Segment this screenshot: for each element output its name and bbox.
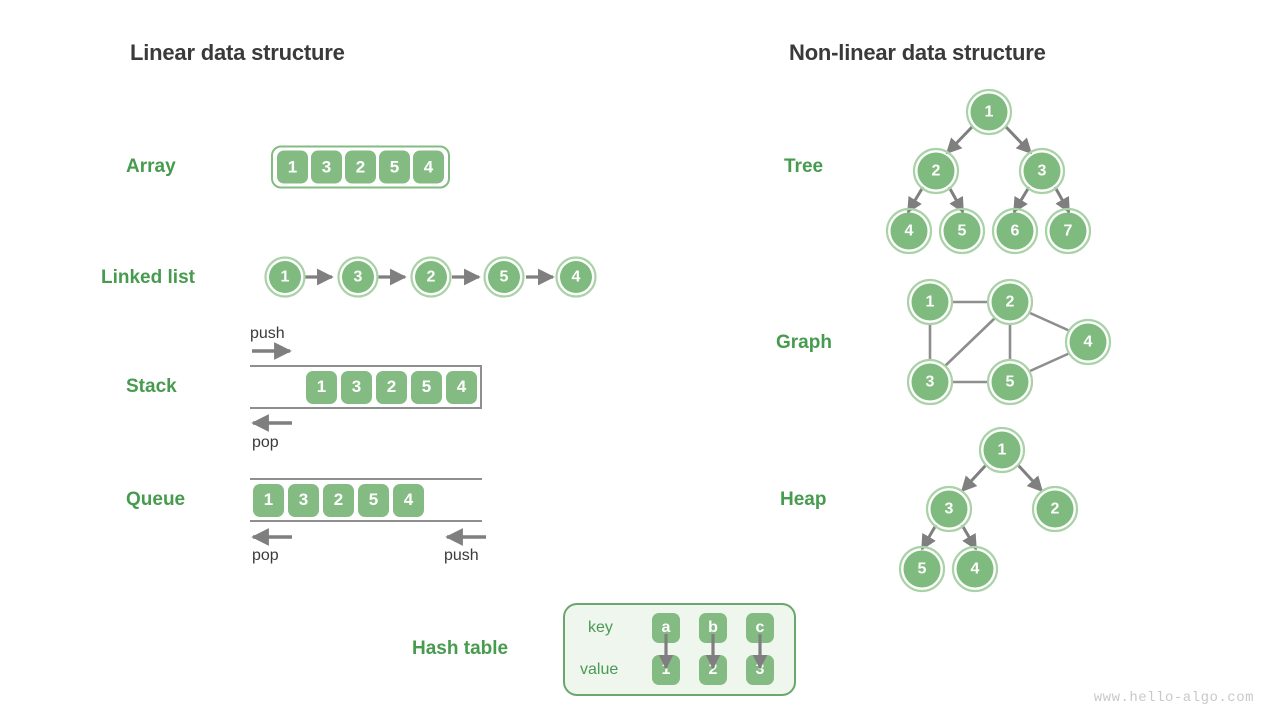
heap-node: 2 (1031, 485, 1079, 533)
heap-node: 3 (925, 485, 973, 533)
node-value: 5 (500, 269, 509, 286)
stack-push-label: push (250, 325, 285, 342)
array-cell: 1 (277, 150, 308, 184)
node-value: 3 (1038, 163, 1047, 180)
hash-key-label: key (588, 619, 613, 636)
queue-label: Queue (126, 489, 186, 510)
linear-section-title: Linear data structure (130, 40, 345, 65)
array-cell: 2 (345, 150, 376, 184)
linked-list-node: 4 (555, 256, 597, 298)
queue-structure: 1 3 2 5 4 (250, 478, 482, 522)
node-value: 1 (985, 104, 994, 121)
queue-push-label: push (444, 547, 479, 564)
heap-node: 4 (951, 545, 999, 593)
hash-value-cell: 2 (699, 655, 727, 685)
graph-edges (928, 300, 1071, 384)
node-value: 4 (905, 223, 914, 240)
hash-value-label: value (580, 661, 619, 678)
graph-node: 3 (906, 358, 954, 406)
hash-key-cell: a (652, 613, 680, 643)
queue-cell: 2 (323, 483, 354, 517)
node-value: 2 (1051, 501, 1060, 518)
tree-node: 3 (1018, 147, 1066, 195)
graph-node: 2 (986, 278, 1034, 326)
hash-table-label: Hash table (412, 638, 509, 659)
node-value: 4 (971, 561, 980, 578)
linked-list-structure: 1 3 2 5 4 (264, 256, 597, 298)
hash-key-cell: c (746, 613, 774, 643)
graph-node: 4 (1064, 318, 1112, 366)
linked-list-label: Linked list (101, 267, 195, 288)
queue-cell: 3 (288, 483, 319, 517)
graph-node: 5 (986, 358, 1034, 406)
stack-pop-label: pop (252, 434, 279, 451)
array-cell: 4 (413, 150, 444, 184)
node-value: 5 (918, 561, 927, 578)
node-value: 3 (354, 269, 363, 286)
node-value: 2 (932, 163, 941, 180)
node-value: 1 (998, 442, 1007, 459)
array-cell: 3 (311, 150, 342, 184)
array-structure: 1 3 2 5 4 (271, 145, 450, 189)
tree-node: 4 (885, 207, 933, 255)
graph-label: Graph (776, 332, 832, 353)
linked-list-node: 3 (337, 256, 379, 298)
heap-node: 5 (898, 545, 946, 593)
watermark: www.hello-algo.com (1093, 690, 1254, 706)
tree-node: 7 (1044, 207, 1092, 255)
heap-label: Heap (780, 489, 827, 510)
heap-node: 1 (978, 426, 1026, 474)
graph-node: 1 (906, 278, 954, 326)
hash-value-cell: 3 (746, 655, 774, 685)
linked-list-node: 1 (264, 256, 306, 298)
stack-structure: 1 3 2 5 4 (250, 365, 482, 409)
node-value: 4 (572, 269, 581, 286)
hash-value-cell: 1 (652, 655, 680, 685)
queue-cell: 4 (393, 483, 424, 517)
tree-structure: 1 2 3 4 5 6 7 (885, 88, 1092, 255)
tree-node: 1 (965, 88, 1013, 136)
stack-label: Stack (126, 376, 177, 397)
node-value: 7 (1064, 223, 1073, 240)
node-value: 1 (281, 269, 290, 286)
tree-label: Tree (784, 156, 824, 177)
node-value: 4 (1084, 334, 1093, 351)
heap-edges (920, 463, 1044, 551)
tree-node: 6 (991, 207, 1039, 255)
heap-structure: 1 3 2 5 4 (898, 426, 1079, 593)
graph-structure: 1 2 3 4 5 (906, 278, 1112, 406)
node-value: 2 (1006, 294, 1015, 311)
queue-cell: 5 (358, 483, 389, 517)
queue-cell: 1 (253, 483, 284, 517)
nonlinear-section-title: Non-linear data structure (789, 40, 1046, 65)
node-value: 2 (427, 269, 436, 286)
array-cell: 5 (379, 150, 410, 184)
tree-edges (906, 125, 1071, 214)
node-value: 5 (1006, 374, 1015, 391)
node-value: 5 (958, 223, 967, 240)
queue-pop-label: pop (252, 547, 279, 564)
node-value: 3 (945, 501, 954, 518)
tree-node: 5 (938, 207, 986, 255)
node-value: 3 (926, 374, 935, 391)
linked-list-node: 2 (410, 256, 452, 298)
node-value: 1 (926, 294, 935, 311)
stack-cell: 1 (306, 370, 337, 404)
array-label: Array (126, 156, 176, 177)
node-value: 6 (1011, 223, 1020, 240)
stack-cell: 5 (411, 370, 442, 404)
stack-cell: 4 (446, 370, 477, 404)
stack-cell: 2 (376, 370, 407, 404)
hash-key-cell: b (699, 613, 727, 643)
linked-list-node: 5 (483, 256, 525, 298)
tree-node: 2 (912, 147, 960, 195)
stack-cell: 3 (341, 370, 372, 404)
